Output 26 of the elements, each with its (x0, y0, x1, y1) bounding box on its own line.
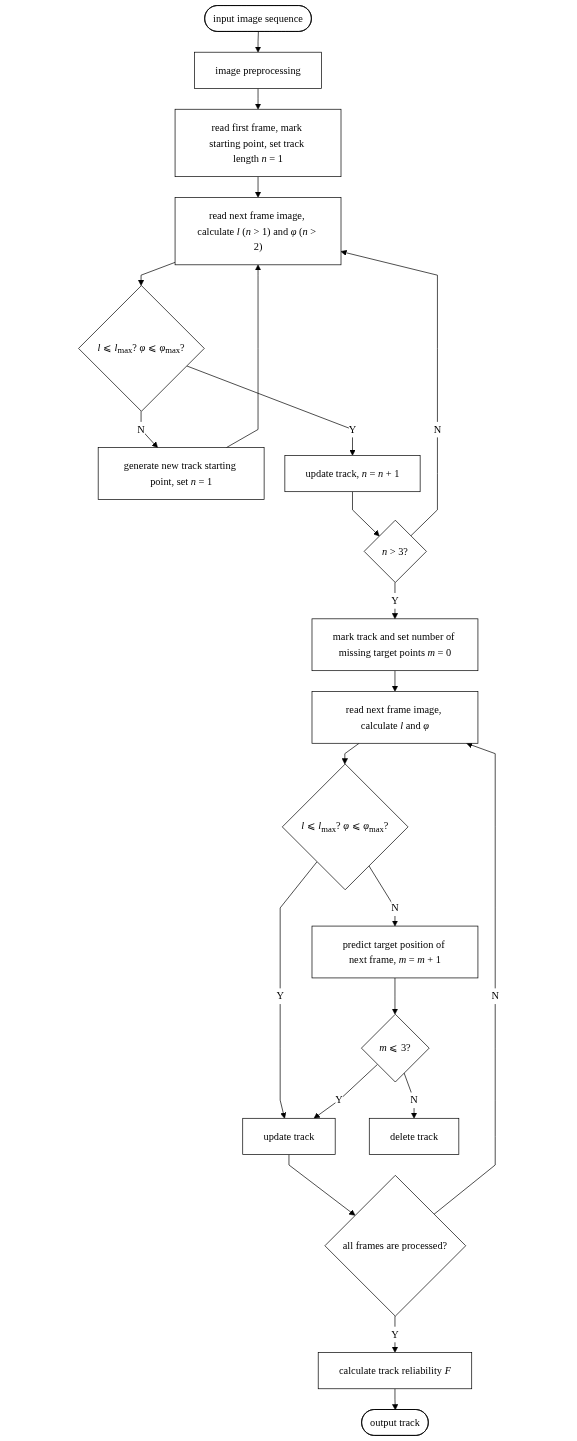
node-box: update track (242, 1117, 336, 1155)
node-box: generate new track starting point, set n = 1 (97, 447, 265, 500)
node-box: image preprocessing (193, 51, 322, 89)
edge-label: Y (276, 990, 284, 1002)
node-box: read first frame, mark starting point, set track length n = 1 (174, 108, 342, 177)
node-box: delete track (368, 1117, 459, 1155)
edge-label: N (137, 423, 145, 435)
node-box: read next frame image, calculate l and φ (311, 691, 479, 744)
edge-label: N (491, 990, 499, 1002)
node-box: predict target position of next frame, m = m + 1 (311, 925, 479, 979)
edge-label: N (433, 423, 441, 435)
edge-label: N (390, 902, 399, 914)
node-box: calculate track reliability F (317, 1352, 472, 1390)
node-box: mark track and set number of missing target points m = 0 (311, 618, 479, 672)
node-diamond: all frames are processed? (324, 1175, 466, 1317)
node-diamond: n > 3? (363, 519, 427, 583)
node-box: read next frame image, calculate l (n > 1) and φ (n > 2) (174, 197, 342, 266)
node-diamond: l ⩽ l$_{max}$? φ ⩽ φ$_{max}$? (77, 285, 205, 412)
edge-label: Y (390, 1328, 399, 1340)
edge-label: N (410, 1094, 418, 1106)
edge-label: Y (348, 423, 356, 435)
edge-label: Y (335, 1094, 343, 1106)
node-diamond: m ⩽ 3? (360, 1013, 430, 1083)
edge-label: Y (390, 594, 399, 607)
node-diamond: l ⩽ l$_{max}$? φ ⩽ φ$_{max}$? (281, 763, 409, 891)
node-box: update track, n = n + 1 (284, 455, 421, 493)
